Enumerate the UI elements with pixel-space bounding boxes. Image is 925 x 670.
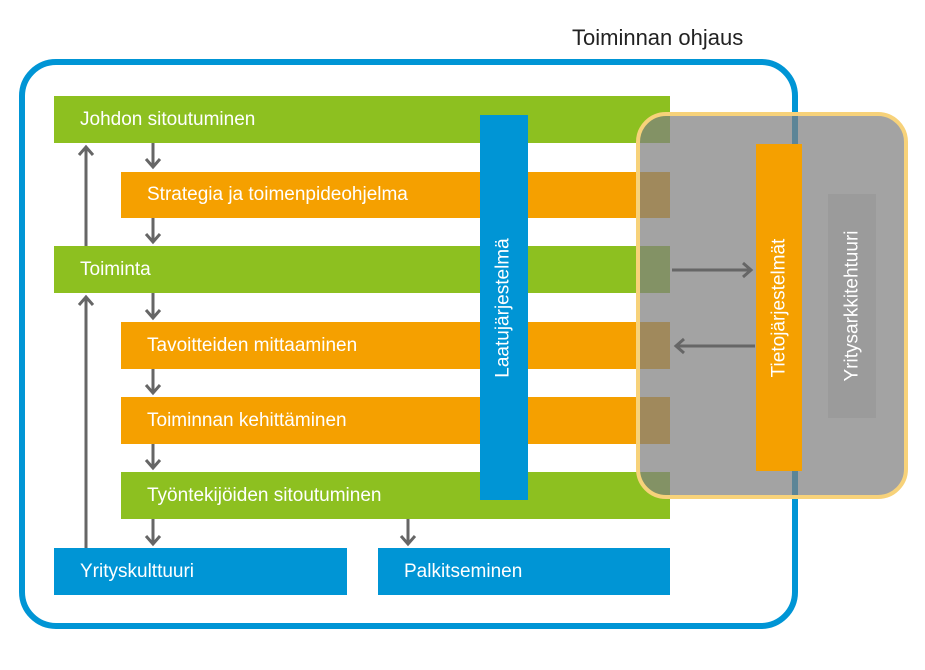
box-label: Palkitseminen [404,560,523,582]
bar-label: Johdon sitoutuminen [80,108,256,130]
tietojarjestelmat-bar: Tietojärjestelmät [756,144,802,471]
bar-label: Tavoitteiden mittaaminen [147,334,358,356]
bar-strategia: Strategia ja toimenpideohjelma [121,172,670,218]
bar-johdon-sitoutuminen: Johdon sitoutuminen [54,96,670,143]
yritysarkkitehtuuri-bar: Yritysarkkitehtuuri [828,194,876,418]
diagram-title: Toiminnan ohjaus [572,25,744,50]
box-yrityskulttuuri: Yrityskulttuuri [54,548,347,595]
box-palkitseminen: Palkitseminen [378,548,670,595]
arrow-down-kehittaminen-tyontekijat [144,444,162,471]
arrow-down-tavoitteet-kehittaminen [144,369,162,396]
bar-toiminta: Toiminta [54,246,670,293]
arrow-down-johdon-strategia [144,143,162,170]
bar-tavoitteiden-mittaaminen: Tavoitteiden mittaaminen [121,322,670,369]
arrow-down-strategia-toiminta [144,218,162,245]
box-label: Yrityskulttuuri [80,560,195,582]
arrow-down-tyontekijat-yrityskulttuuri [144,519,162,547]
arrow-down-toiminta-tavoitteet [144,293,162,321]
arrow-right-toiminta-tietojarjestelmat [672,261,754,279]
bar-tyontekijoiden-sitoutuminen: Työntekijöiden sitoutuminen [121,472,670,519]
arrow-up-toiminta-johdon [77,144,95,246]
bar-label: Toiminta [80,258,151,280]
laatujarjestelma-bar: Laatujärjestelmä [480,115,528,500]
arrow-down-tyontekijat-palkitseminen [399,519,417,547]
arrow-up-yrityskulttuuri-toiminta [77,294,95,548]
bar-toiminnan-kehittaminen: Toiminnan kehittäminen [121,397,670,444]
bar-label: Strategia ja toimenpideohjelma [147,184,408,205]
bar-label: Toiminnan kehittäminen [147,409,347,431]
arrow-left-tietojarjestelmat-tavoitteet [673,337,755,355]
bar-label: Työntekijöiden sitoutuminen [147,484,382,506]
